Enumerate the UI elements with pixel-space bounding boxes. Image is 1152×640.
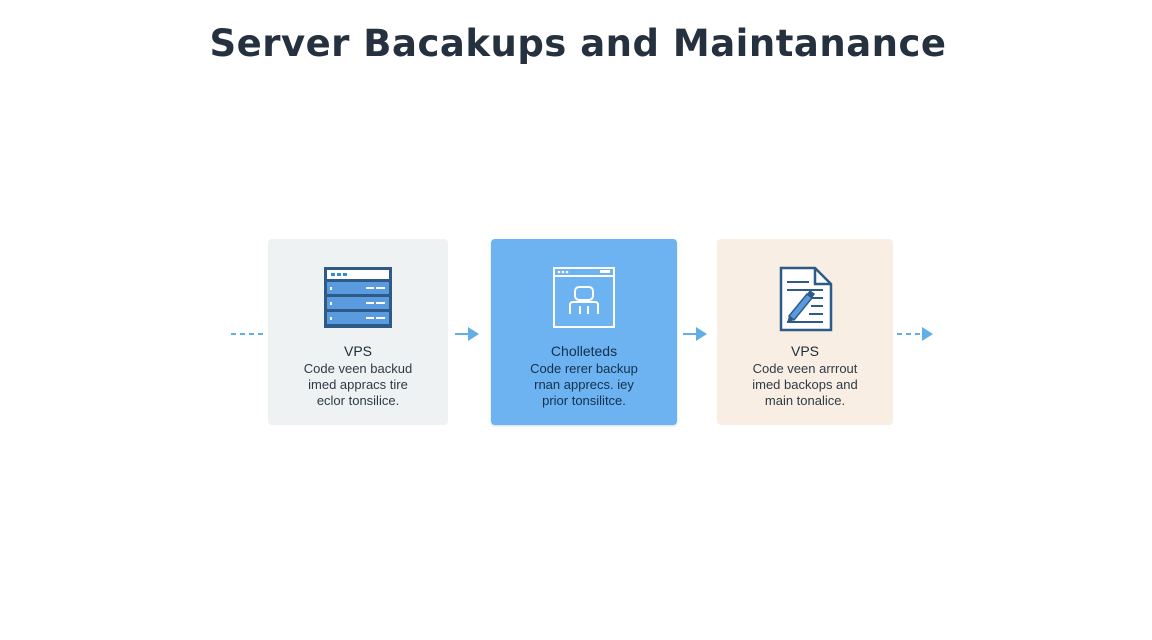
dashed-arrow-right-icon: [897, 327, 933, 341]
arrow-right-icon: [683, 327, 707, 341]
step-description: Code veen arrrout imed backops and main …: [752, 361, 858, 408]
browser-user-icon: [553, 267, 615, 328]
step-description: Code rerer backup rnan apprecs. iey prio…: [530, 361, 638, 408]
connector-start: [231, 333, 263, 335]
step-card-2: Cholleteds Code rerer backup rnan apprec…: [491, 239, 677, 425]
step-card-1: VPS Code veen backud imed appracs tire e…: [268, 239, 448, 425]
step-card-3: VPS Code veen arrrout imed backops and m…: [717, 239, 893, 425]
step-description: Code veen backud imed appracs tire eclor…: [303, 361, 413, 408]
step-title: VPS: [790, 343, 819, 359]
server-rack-icon: [324, 267, 392, 328]
step-title: Cholleteds: [550, 343, 618, 359]
document-edit-icon: [779, 266, 833, 332]
page-title: Server Bacakups and Maintanance: [209, 22, 947, 65]
step-title: VPS: [343, 343, 372, 359]
arrow-right-icon: [455, 327, 479, 341]
